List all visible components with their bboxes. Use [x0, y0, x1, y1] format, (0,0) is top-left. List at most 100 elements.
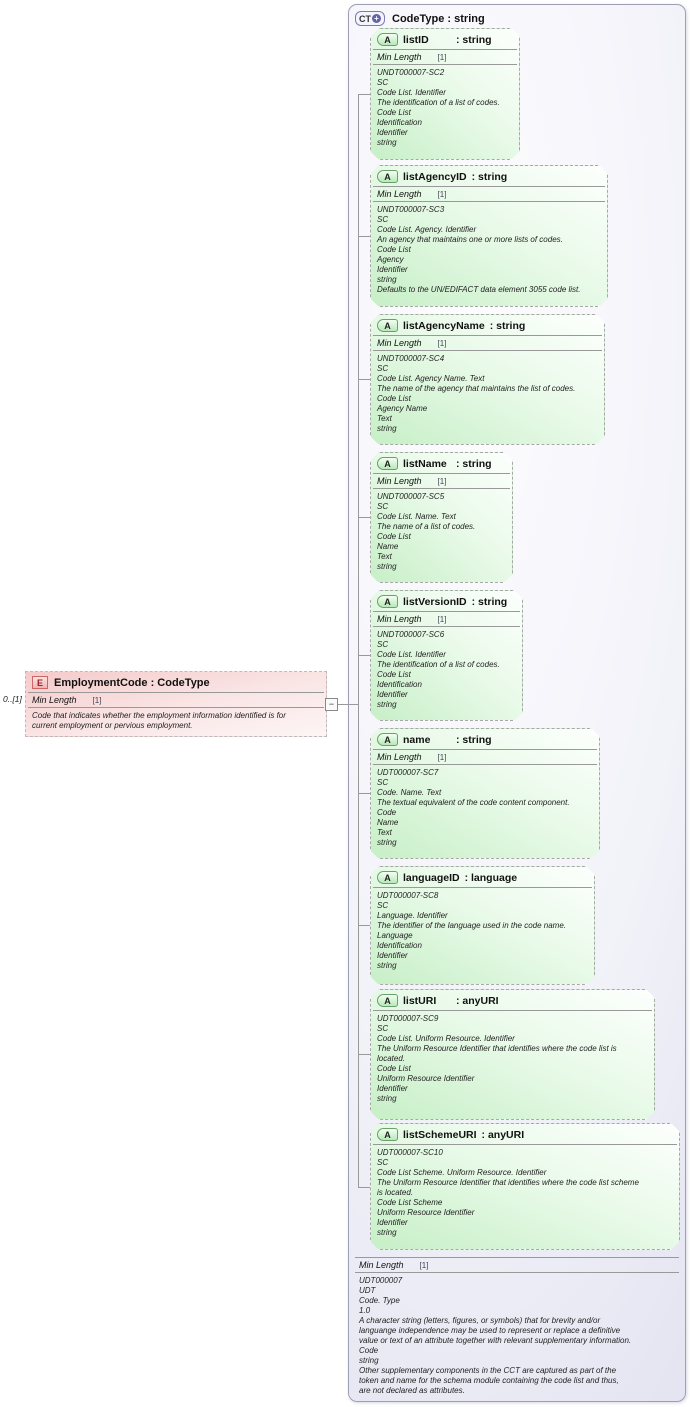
- tree-branch-line: [358, 236, 371, 237]
- divider: [373, 626, 520, 627]
- complextype-icon: CT+: [355, 11, 385, 26]
- attribute-annotation: UNDT000007-SC6 SC Code List. Identifier …: [377, 630, 500, 709]
- attribute-box-languageid[interactable]: A languageID : language UDT000007-SC8 SC…: [370, 866, 595, 985]
- facet-label: Min Length: [359, 1260, 404, 1270]
- collapse-toggle[interactable]: −: [325, 698, 338, 711]
- facet-row: Min Length [1]: [371, 187, 607, 201]
- divider: [373, 350, 602, 351]
- divider: [373, 611, 520, 612]
- attribute-icon: A: [377, 319, 398, 332]
- attribute-name: listSchemeURI: [403, 1128, 477, 1141]
- divider: [373, 473, 510, 474]
- attribute-header: A languageID : language: [371, 867, 594, 887]
- attribute-type: : string: [471, 170, 508, 183]
- attribute-header: A listID : string: [371, 29, 519, 49]
- divider: [28, 692, 324, 693]
- attribute-type: : language: [464, 871, 518, 884]
- facet-value: [1]: [437, 53, 447, 62]
- attribute-box-listagencyid[interactable]: A listAgencyID : string Min Length [1] U…: [370, 165, 608, 307]
- attribute-header: A listSchemeURI : anyURI: [371, 1124, 679, 1144]
- attribute-box-listschemeuri[interactable]: A listSchemeURI : anyURI UDT000007-SC10 …: [370, 1123, 680, 1250]
- facet-row: Min Length [1]: [371, 750, 599, 764]
- attribute-type: : string: [456, 33, 492, 46]
- complextype-details: Min Length [1] UDT000007 UDT Code. Type …: [353, 1257, 681, 1400]
- attribute-header: A listURI : anyURI: [371, 990, 654, 1010]
- tree-branch-line: [358, 793, 371, 794]
- complextype-box-codetype[interactable]: CT+ CodeType : string A listID : string …: [348, 4, 686, 1402]
- complextype-annotation: UDT000007 UDT Code. Type 1.0 A character…: [359, 1276, 632, 1395]
- divider: [373, 201, 605, 202]
- attribute-name: name: [403, 733, 431, 746]
- divider: [373, 887, 592, 888]
- tree-branch-line: [358, 655, 371, 656]
- attribute-icon: A: [377, 994, 398, 1007]
- attribute-box-listid[interactable]: A listID : string Min Length [1] UNDT000…: [370, 28, 520, 160]
- facet-label: Min Length: [377, 189, 422, 199]
- divider: [373, 64, 517, 65]
- attribute-type: : anyURI: [481, 1128, 525, 1141]
- attribute-annotation: UNDT000007-SC5 SC Code List. Name. Text …: [377, 492, 476, 571]
- facet-value: [1]: [437, 753, 447, 762]
- attribute-header: A listName : string: [371, 453, 512, 473]
- attribute-box-listname[interactable]: A listName : string Min Length [1] UNDT0…: [370, 452, 513, 583]
- attribute-name: listAgencyName: [403, 319, 485, 332]
- divider: [373, 335, 602, 336]
- tree-branch-line: [358, 1054, 371, 1055]
- divider: [373, 1144, 677, 1145]
- attribute-box-name[interactable]: A name : string Min Length [1] UDT000007…: [370, 728, 600, 859]
- attribute-box-listagencyname[interactable]: A listAgencyName : string Min Length [1]…: [370, 314, 605, 445]
- attribute-type: : string: [456, 457, 492, 470]
- attribute-type: : anyURI: [456, 994, 499, 1007]
- facet-label: Min Length: [32, 695, 77, 705]
- attribute-box-listuri[interactable]: A listURI : anyURI UDT000007-SC9 SC Code…: [370, 989, 655, 1120]
- divider: [373, 49, 517, 50]
- divider: [373, 186, 605, 187]
- facet-label: Min Length: [377, 752, 422, 762]
- facet-value: [1]: [437, 339, 447, 348]
- attribute-annotation: UDT000007-SC8 SC Language. Identifier Th…: [377, 891, 567, 970]
- facet-row: Min Length [1]: [26, 693, 326, 707]
- attribute-icon: A: [377, 33, 398, 46]
- attribute-type: : string: [489, 319, 526, 332]
- attribute-header: A listVersionID : string: [371, 591, 522, 611]
- attribute-icon: A: [377, 1128, 398, 1141]
- facet-value: [1]: [419, 1261, 429, 1270]
- attribute-name: listAgencyID: [403, 170, 467, 183]
- attribute-annotation: UDT000007-SC7 SC Code. Name. Text The te…: [377, 768, 570, 847]
- divider: [373, 1010, 652, 1011]
- attribute-header: A listAgencyID : string: [371, 166, 607, 186]
- tree-branch-line: [358, 925, 371, 926]
- attribute-icon: A: [377, 733, 398, 746]
- attribute-box-listversionid[interactable]: A listVersionID : string Min Length [1] …: [370, 590, 523, 721]
- divider: [373, 488, 510, 489]
- element-icon: E: [32, 676, 48, 689]
- attribute-name: listURI: [403, 994, 437, 1007]
- element-box-employmentcode[interactable]: E EmploymentCode : CodeType Min Length […: [25, 671, 327, 737]
- tree-branch-line: [358, 517, 371, 518]
- element-title: EmploymentCode : CodeType: [54, 676, 210, 689]
- facet-row: Min Length [1]: [371, 474, 512, 488]
- divider: [355, 1257, 679, 1258]
- attribute-annotation: UNDT000007-SC2 SC Code List. Identifier …: [377, 68, 500, 147]
- facet-value: [1]: [437, 615, 447, 624]
- facet-value: [1]: [437, 190, 447, 199]
- attribute-annotation: UDT000007-SC10 SC Code List Scheme. Unif…: [377, 1148, 639, 1237]
- attribute-icon: A: [377, 170, 398, 183]
- facet-row: Min Length [1]: [371, 336, 604, 350]
- attribute-name: listName: [403, 457, 447, 470]
- element-annotation: Code that indicates whether the employme…: [32, 711, 286, 730]
- divider: [355, 1272, 679, 1273]
- complextype-title: CodeType : string: [392, 12, 485, 25]
- element-header: E EmploymentCode : CodeType: [26, 672, 326, 692]
- divider: [373, 764, 597, 765]
- tree-branch-line: [358, 379, 371, 380]
- tree-branch-line: [358, 1187, 371, 1188]
- attribute-annotation: UDT000007-SC9 SC Code List. Uniform Reso…: [377, 1014, 617, 1103]
- attribute-icon: A: [377, 595, 398, 608]
- attribute-type: : string: [456, 733, 492, 746]
- plus-icon: +: [372, 14, 381, 23]
- tree-entry-line: [349, 704, 359, 705]
- divider: [373, 749, 597, 750]
- facet-row: Min Length [1]: [371, 612, 522, 626]
